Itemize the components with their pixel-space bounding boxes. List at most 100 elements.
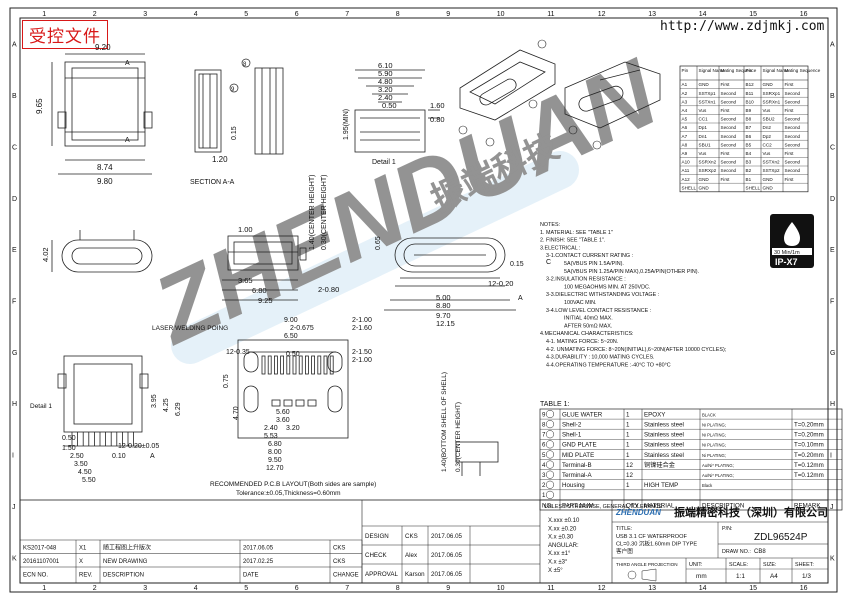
callout-8 (241, 58, 251, 68)
laser-welding-label: LASER WELDING POING (152, 325, 228, 332)
table1-cell: HIGH TEMP (644, 482, 678, 489)
dim-det-080: 0.80 (430, 115, 445, 124)
pcb-dim-label: 12.70 (266, 465, 284, 472)
bottom-dim-label: 0.50 (62, 435, 76, 442)
bottom-dim-label: 4.25 (163, 398, 170, 412)
dim-front-12x020: 12-0.20 (488, 279, 513, 288)
pin-table-cell: A8 (682, 142, 688, 147)
pin-table-cell: Dp1 (699, 125, 708, 130)
grid-col-label: 11 (547, 11, 554, 18)
title-line: CL=0.30 沉板1.60mm DIP TYPE (616, 539, 697, 547)
pin-table-cell: First (785, 82, 795, 87)
approval-cell: DESIGN (365, 533, 389, 540)
pcb-pad (271, 399, 281, 407)
pin-table-cell: First (721, 177, 731, 182)
pcb-pad (283, 399, 293, 407)
approval-cell: 2017.06.05 (431, 552, 463, 559)
title-block-label: SHEET: (795, 562, 814, 568)
projection-symbol (641, 568, 657, 582)
note-line: 4-4.OPERATING TEMPERATURE :-40°C TO +80°… (546, 362, 671, 368)
pcb-dim-label: 8.00 (268, 449, 282, 456)
note-line: 5A(VBUS PIN 1.25A/PIN MAX),0.25A/PIN(OTH… (564, 269, 699, 275)
bottom-view (57, 355, 149, 447)
pin-table-cell: Second (721, 117, 737, 122)
grid-col-label: 16 (800, 11, 808, 18)
pin-table-cell: Second (785, 125, 801, 130)
pin-table-cell: Dp2 (763, 134, 772, 139)
pin-table-cell: Vus (699, 108, 707, 113)
dim-det-610: 6.10 (378, 61, 393, 70)
revision-cell: KS2017-048 (23, 546, 57, 552)
pin-table-cell: Second (721, 134, 737, 139)
approval-cell: 2017.06.05 (431, 571, 463, 578)
pin-table-cell: SSTXn2 (763, 160, 781, 165)
grid-row-label: G (830, 350, 835, 357)
grid-col-label: 7 (345, 585, 349, 592)
pin-table-cell: SHELL (682, 185, 697, 190)
note-line: 5A(VBUS PIN 1.5A/PIN). (564, 261, 624, 267)
pcb-dim-label: 2-0.675 (290, 325, 314, 332)
dim-det-480: 4.80 (378, 77, 393, 86)
bottom-dim-label: 1.50 (62, 445, 76, 452)
pcb-dim-label: 6.80 (268, 441, 282, 448)
pcb-dim-label: 4.70 (233, 406, 240, 420)
dim-det-320: 3.20 (378, 85, 393, 94)
note-line: 4-3.DURABILITY : 10,000 MATING CYCLES. (546, 355, 655, 361)
pin-table-cell: CC1 (699, 117, 709, 122)
draw-no-label: DRAW NO.: (722, 549, 751, 555)
table1-header: REMARK (794, 502, 821, 509)
table1-balloon (545, 470, 555, 479)
title-line: USB 3.1 CF WATERPROOF (616, 534, 687, 540)
company-name: 振端精密科技（深圳）有限公司 (674, 505, 828, 519)
revision-cell: CKS (333, 546, 345, 552)
pin-table-cell: GND (763, 177, 774, 182)
pcb-pad (286, 355, 291, 375)
pin-table-cell: SSTXn1 (699, 99, 717, 104)
table1-header: MATERIAL (644, 502, 675, 509)
table1-cell: 2 (542, 482, 546, 489)
pin-table-cell: First (785, 177, 795, 182)
title-block-value: mm (696, 573, 707, 580)
table1-cell: Stainless steel (644, 442, 684, 449)
note-line: AFTER 50mΩ MAX. (564, 323, 612, 329)
pin-table-cell: Second (721, 125, 737, 130)
table1-cell: Ni PLATING; (702, 443, 726, 448)
grid-row-label: H (12, 401, 17, 408)
detail-1-caption: Detail 1 (372, 159, 396, 166)
revision-cell: 2017.02.25 (243, 559, 274, 565)
grid-col-label: 13 (648, 585, 656, 592)
pin-table-cell: Vus (763, 108, 771, 113)
pin-table-cell: First (721, 151, 731, 156)
dim-side-925: 9.25 (258, 296, 273, 305)
grid-col-label: 9 (446, 11, 450, 18)
table1-cell: 4 (542, 462, 546, 469)
callout-8-label: 8 (243, 62, 247, 68)
grid-col-label: 11 (547, 585, 554, 592)
pcb-dim-label: 2-1.50 (352, 349, 372, 356)
section-mark-a-top: A (125, 60, 130, 67)
datum-c: C (546, 259, 551, 266)
revision-header: DESCRIPTION (103, 573, 144, 579)
callout-9-label: 9 (231, 87, 235, 93)
grid-row-label: A (12, 42, 17, 49)
dim-det-195min: 1.95(MIN) (343, 109, 350, 140)
pin-table-cell: SSRXn1 (763, 99, 781, 104)
pin-table-cell: Second (785, 134, 801, 139)
iso-callouts (458, 39, 602, 150)
pin-table-cell: First (785, 151, 795, 156)
pin-table-cell: Second (785, 91, 801, 96)
grid-col-label: 16 (800, 585, 808, 592)
pin-table-cell: SSTXp1 (699, 91, 717, 96)
dim-side-140: 1.40(CENTER HEIGHT) (309, 175, 316, 250)
pin-table-cell: B7 (746, 125, 752, 130)
pin-table-cell: GND (763, 185, 774, 190)
notes-block: NOTES:1. MATERIAL: SEE "TABLE 1"2. FINIS… (540, 222, 727, 368)
table1-balloon (545, 430, 555, 439)
pin-table-cell: SSRXn2 (699, 160, 717, 165)
dim-top-width-2: 8.74 (97, 163, 113, 172)
table1-balloon (545, 490, 555, 499)
pin-table-cell: Second (785, 168, 801, 173)
tolerance-heading: UNLESS OTHERWISE, GENERAL TOLERANCE: (544, 504, 664, 510)
note-line: 3-2.INSULATION RESISTANCE : (546, 277, 626, 283)
approval-cell: Alex (405, 552, 418, 559)
